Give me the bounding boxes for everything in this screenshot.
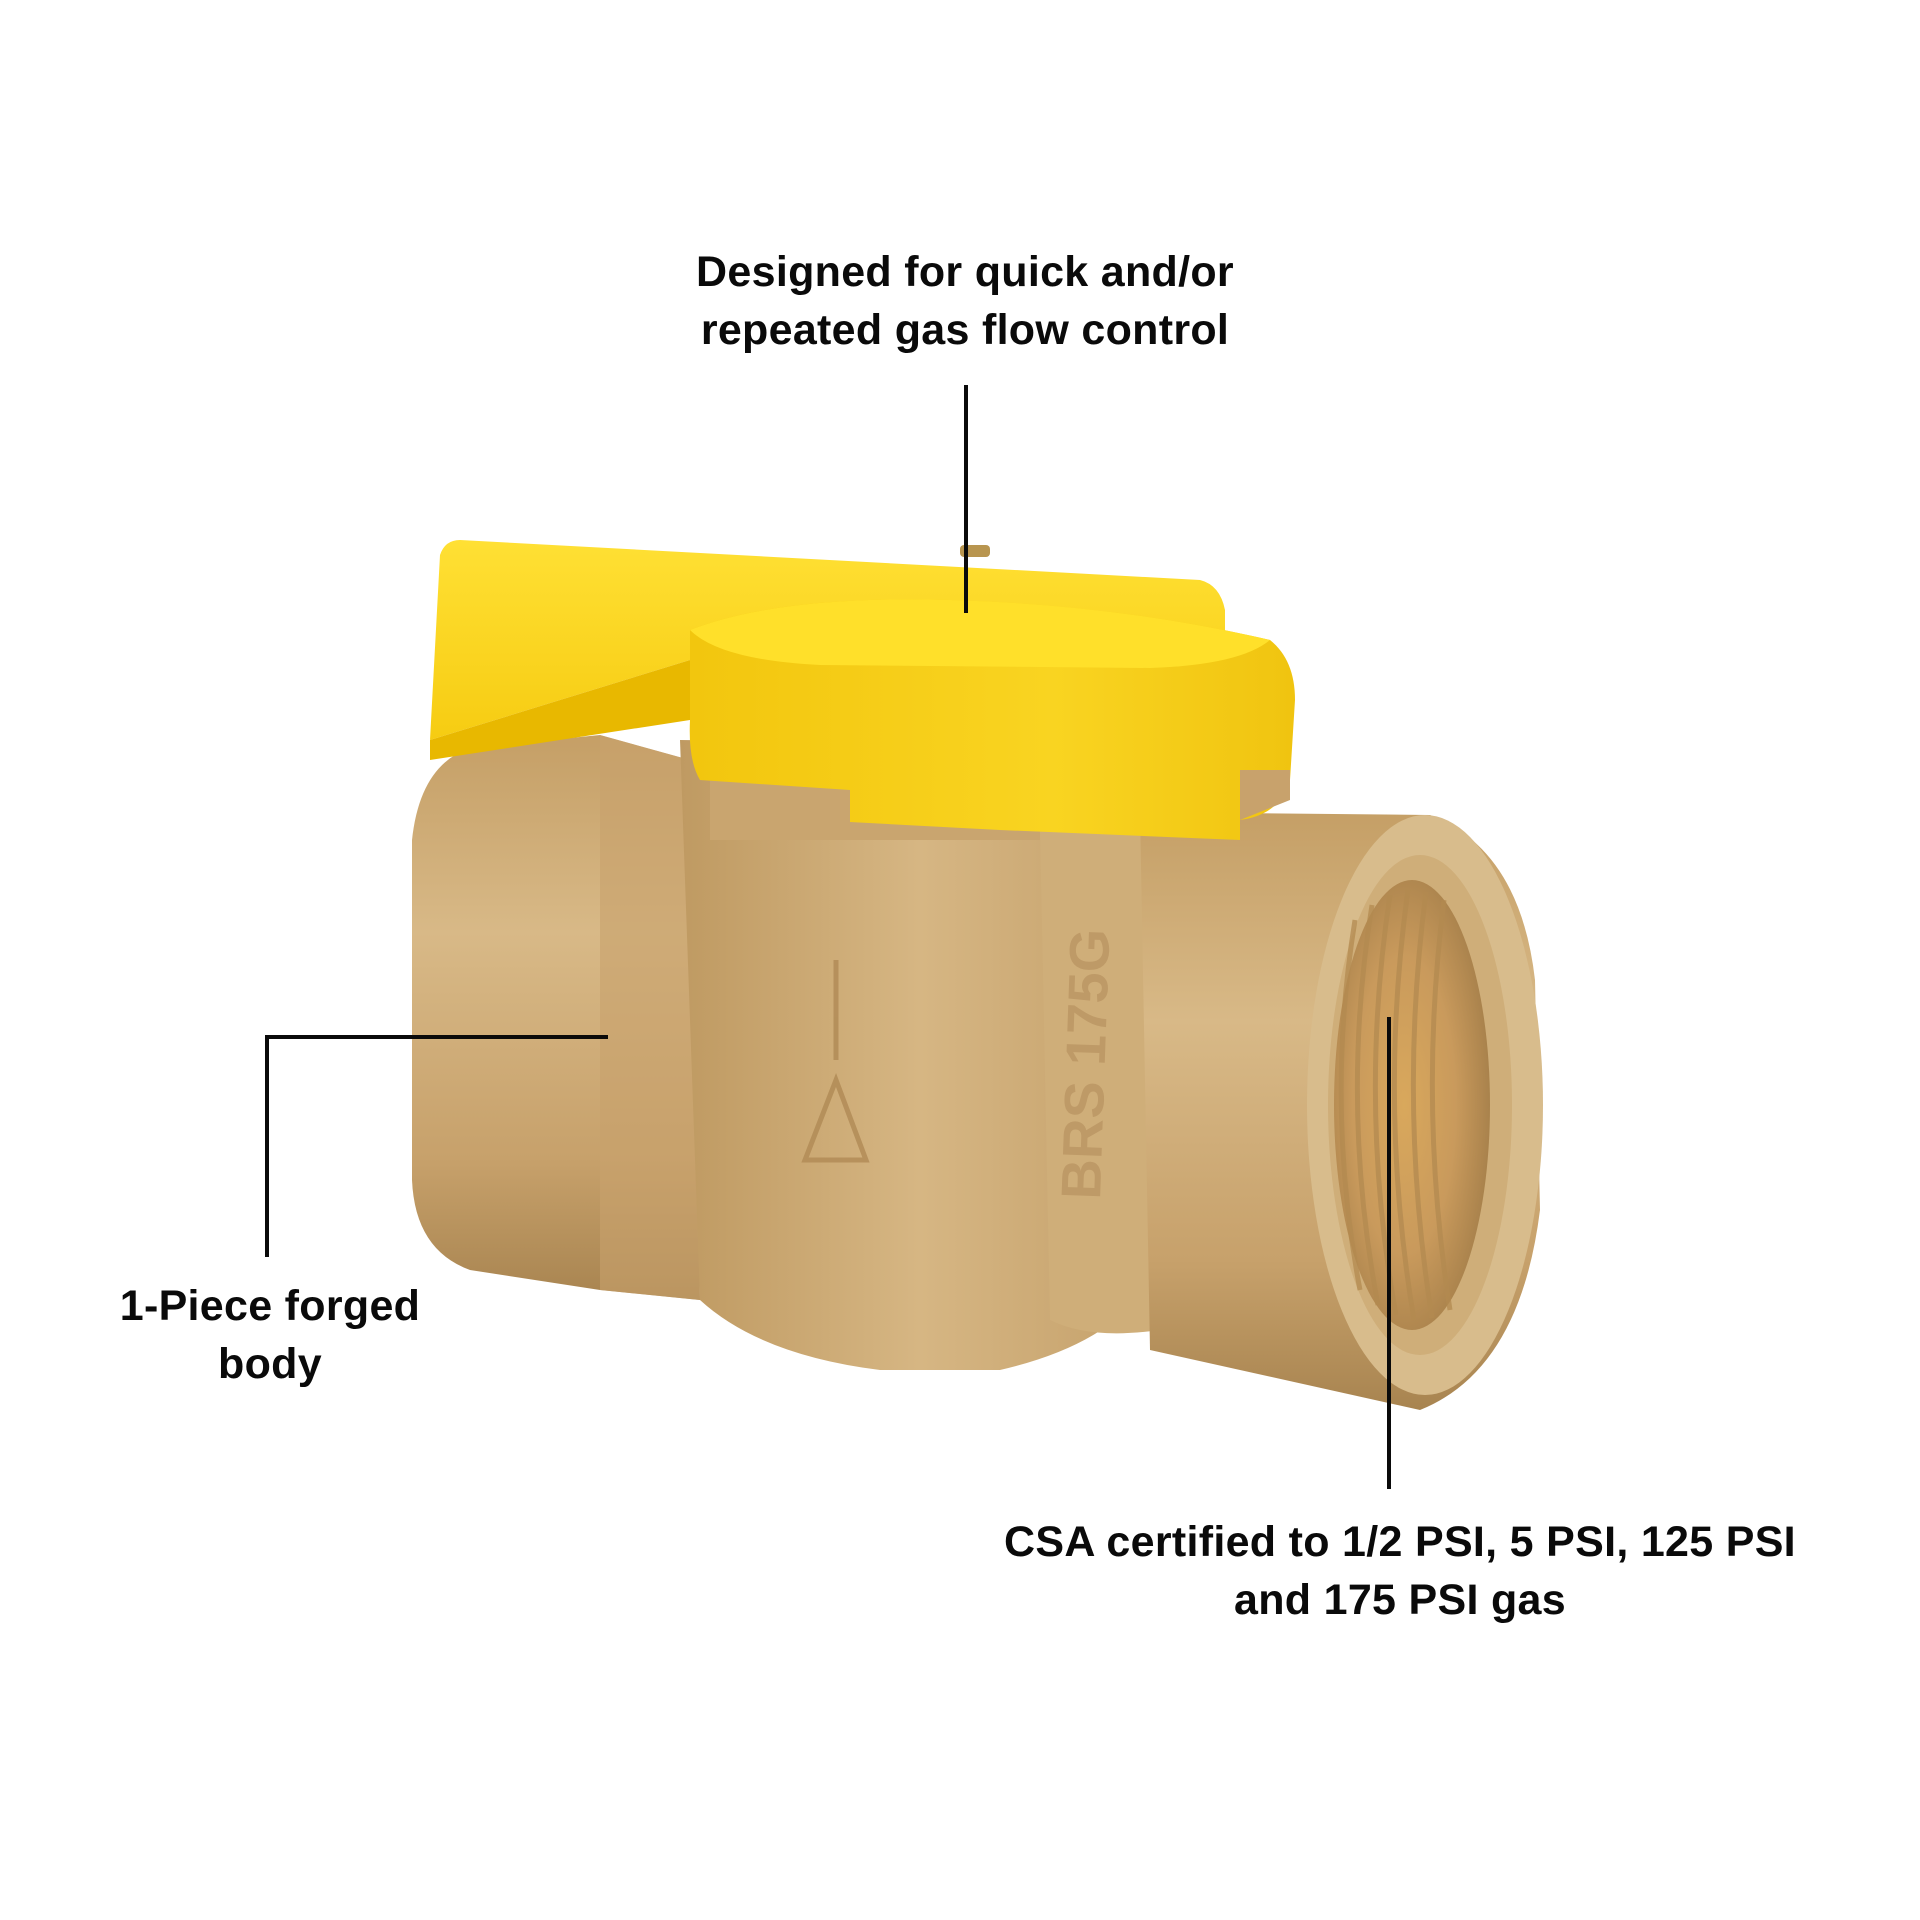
flow-arrow-marking [801,960,870,1163]
callout-flow-control-line-2: repeated gas flow control [700,306,1230,354]
lever-handle [430,540,1295,840]
pressure-stamp: BRS 175G [1049,928,1121,1201]
leader-line-flow-control [964,385,968,613]
callout-csa-certified: CSA certified to 1/2 PSI, 5 PSI, 125 PSI… [920,1513,1880,1629]
callout-forged-body-line-2: body [218,1340,322,1388]
callout-csa-certified-line-1: CSA certified to 1/2 PSI, 5 PSI, 125 PSI [1004,1518,1796,1566]
leader-line-csa-certified [1387,1017,1391,1489]
callout-csa-certified-line-2: and 175 PSI gas [1234,1576,1566,1624]
callout-flow-control: Designed for quick and/or repeated gas f… [560,243,1370,359]
leader-line-forged-body-vertical [265,1035,269,1257]
valve-body: BRS 175G [412,735,1543,1410]
callout-flow-control-line-1: Designed for quick and/or [696,248,1234,296]
center-body [680,740,1160,1370]
leader-line-forged-body-horizontal [265,1035,608,1039]
callout-forged-body-line-1: 1-Piece forged [119,1282,421,1330]
marking-band [1040,811,1160,1334]
callout-forged-body: 1-Piece forged body [60,1277,480,1393]
